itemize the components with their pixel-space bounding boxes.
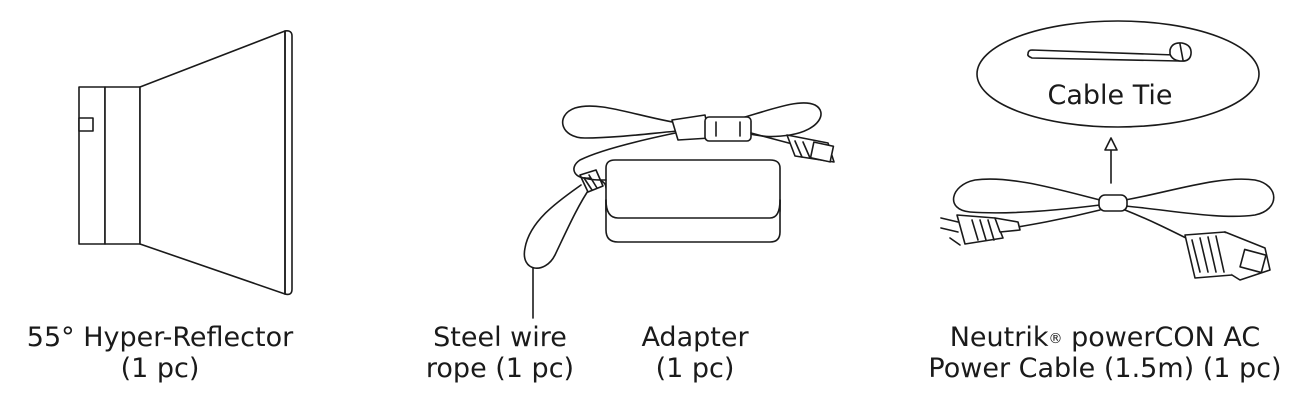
adapter-name: Adapter bbox=[641, 322, 749, 353]
adapter-caption: Adapter (1 pc) bbox=[610, 322, 780, 384]
hyper-reflector-name: 55° Hyper-Reflector bbox=[26, 322, 294, 353]
steel-wire-rope-name: Steel wire bbox=[433, 322, 567, 353]
registered-mark: ® bbox=[1048, 331, 1063, 347]
cable-tie-callout-drawing bbox=[976, 20, 1260, 184]
hyper-reflector-caption: 55° Hyper-Reflector (1 pc) bbox=[10, 322, 310, 384]
hyper-reflector-qty: (1 pc) bbox=[120, 353, 200, 384]
steel-wire-rope-caption: Steel wire rope (1 pc) bbox=[415, 322, 585, 384]
power-cable-drawing bbox=[940, 178, 1275, 281]
steel-wire-rope-qty: rope (1 pc) bbox=[425, 353, 575, 384]
steel-wire-rope-drawing bbox=[523, 169, 607, 319]
power-cable-brand: Neutrik bbox=[949, 322, 1049, 353]
power-cable-model: powerCON AC bbox=[1062, 322, 1261, 353]
power-cable-name: Neutrik® powerCON AC bbox=[920, 322, 1290, 353]
power-cable-caption: Neutrik® powerCON AC Power Cable (1.5m) … bbox=[920, 322, 1290, 384]
adapter-drawing bbox=[561, 102, 835, 243]
cable-tie-label: Cable Tie bbox=[1047, 80, 1173, 111]
power-cable-qty: Power Cable (1.5m) (1 pc) bbox=[928, 353, 1282, 384]
hyper-reflector-drawing bbox=[78, 30, 293, 296]
adapter-qty: (1 pc) bbox=[655, 353, 735, 384]
